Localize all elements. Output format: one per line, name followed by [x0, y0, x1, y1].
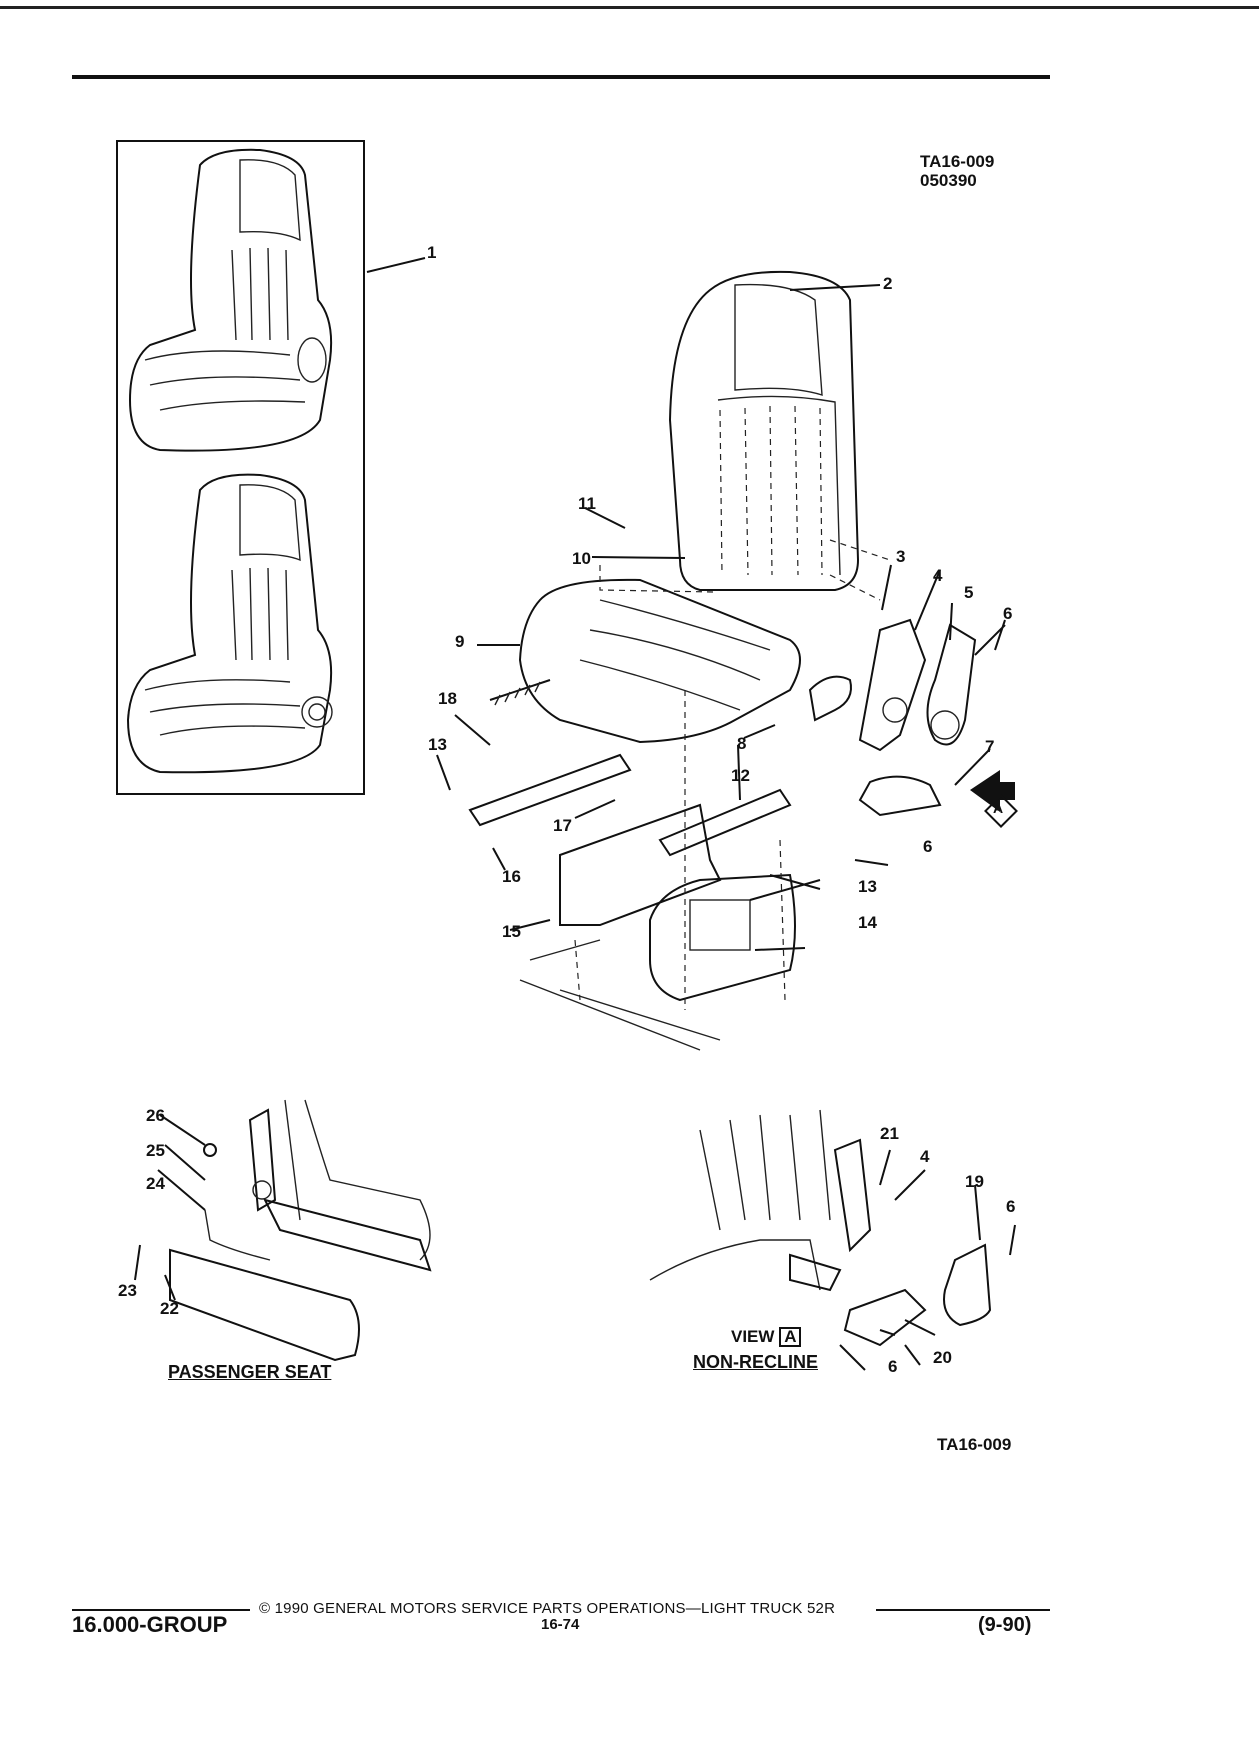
callout-6c: 6 [1006, 1197, 1016, 1216]
inset-frame [116, 140, 365, 795]
callout-4b: 4 [920, 1147, 930, 1166]
callout-13b: 13 [858, 877, 877, 896]
callout-22: 22 [160, 1299, 179, 1318]
footer-copyright: © 1990 GENERAL MOTORS SERVICE PARTS OPER… [259, 1600, 836, 1617]
callout-26: 26 [146, 1106, 165, 1125]
callout-9: 9 [455, 632, 465, 651]
illustration-date: 050390 [920, 171, 977, 190]
footer-rule-right [876, 1609, 1050, 1611]
callout-14: 14 [858, 913, 877, 932]
callout-6: 6 [1003, 604, 1013, 623]
callout-16: 16 [502, 867, 521, 886]
caption-view: VIEW A [731, 1327, 802, 1347]
non-recline-detail [649, 1109, 1016, 1371]
callout-12: 12 [731, 766, 750, 785]
callout-13: 13 [428, 735, 447, 754]
callout-23: 23 [118, 1281, 137, 1300]
inset-seat-upper [128, 148, 333, 452]
callout-17: 17 [553, 816, 572, 835]
header-rule [72, 75, 1050, 79]
callout-11: 11 [578, 494, 596, 513]
footer-page-number: 16-74 [541, 1616, 580, 1633]
callout-25: 25 [146, 1141, 165, 1160]
recliner-hinge [808, 618, 977, 817]
view-a-arrow [970, 770, 1018, 828]
caption-view-letter: A [779, 1327, 802, 1347]
leader-1 [366, 257, 426, 273]
callout-2: 2 [883, 274, 893, 293]
callout-20: 20 [933, 1348, 952, 1367]
top-scan-edge [0, 6, 1259, 9]
callout-18: 18 [438, 689, 457, 708]
inset-seat-lower [126, 473, 333, 774]
callout-1: 1 [427, 243, 437, 262]
caption-non-recline: NON-RECLINE [693, 1352, 818, 1372]
seat-frame [468, 679, 796, 1051]
callout-7: 7 [985, 737, 995, 756]
callout-8: 8 [737, 734, 747, 753]
passenger-seat-detail [134, 1099, 432, 1362]
seat-cushion [477, 578, 801, 744]
illustration-id: TA16-009 [920, 152, 995, 171]
caption-passenger-seat: PASSENGER SEAT [168, 1362, 332, 1382]
callout-10: 10 [572, 549, 591, 568]
footer-date: (9-90) [978, 1614, 1032, 1636]
caption-view-label: VIEW [731, 1327, 775, 1346]
callout-4: 4 [933, 566, 943, 585]
callout-21: 21 [880, 1124, 899, 1143]
callout-6d: 6 [888, 1357, 898, 1376]
callout-5: 5 [964, 583, 974, 602]
callout-15: 15 [502, 922, 521, 941]
callout-6b: 6 [923, 837, 933, 856]
callout-3: 3 [896, 547, 906, 566]
view-marker-letter: A [993, 800, 1004, 816]
footer-rule-left [72, 1609, 250, 1611]
seat-back [668, 270, 881, 591]
callout-19: 19 [965, 1172, 984, 1191]
bottom-illustration-id: TA16-009 [937, 1435, 1012, 1454]
spring-18 [489, 679, 551, 701]
footer-group: 16.000-GROUP [72, 1612, 228, 1637]
leader-2 [789, 284, 881, 291]
callout-24: 24 [146, 1174, 165, 1193]
